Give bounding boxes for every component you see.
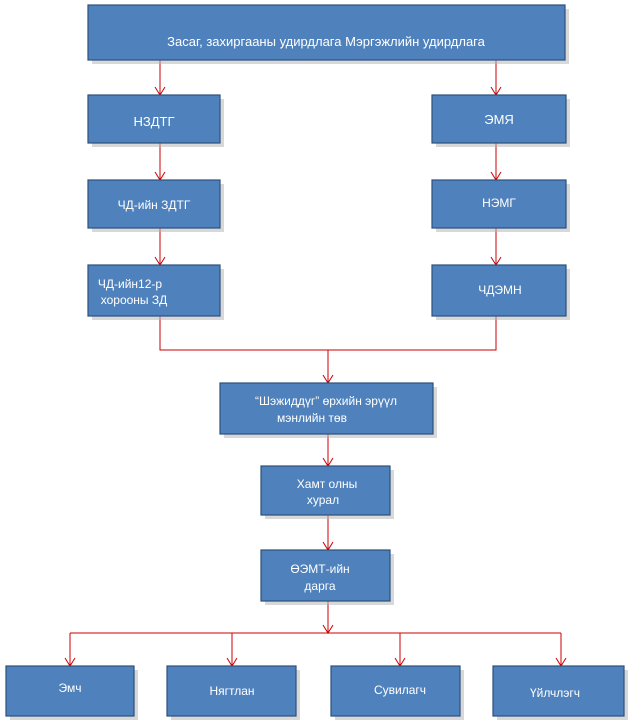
node-assembly: Хамт олны хурал bbox=[260, 465, 394, 519]
node-center: “Шэжиддүг” өрхийн эрүүл мэнлийн төв bbox=[219, 382, 437, 438]
node-label-nemg: НЭМГ bbox=[482, 196, 516, 210]
node-label-chdemn: ЧДЭМН bbox=[478, 283, 521, 297]
node-box bbox=[431, 264, 567, 317]
node-ndtg: НЗДТГ bbox=[87, 94, 224, 147]
node-label-chd-khoroo-line1: ЧД-ийн12-р bbox=[98, 277, 162, 291]
arrowhead-bus bbox=[322, 624, 334, 634]
connectors bbox=[69, 60, 562, 666]
node-emya: ЭМЯ bbox=[431, 94, 570, 147]
node-label-director-line1: ӨЭМТ-ийн bbox=[290, 562, 349, 576]
node-label-center-line1: “Шэжиддүг” өрхийн эрүүл bbox=[255, 394, 397, 408]
node-doctor: Эмч bbox=[5, 665, 138, 720]
node-label-ministry: Засаг, захиргааны удирдлага Мэргэжлийн у… bbox=[167, 34, 485, 49]
node-nurse: Сувилагч bbox=[330, 665, 464, 720]
node-box bbox=[5, 665, 135, 717]
node-accountant: Нягтлан bbox=[166, 665, 300, 720]
node-box bbox=[330, 665, 461, 717]
node-box bbox=[166, 665, 297, 717]
node-label-emya: ЭМЯ bbox=[484, 112, 514, 127]
node-chd-zdtg: ЧД-ийн ЗДТГ bbox=[87, 179, 224, 232]
node-box bbox=[492, 665, 625, 717]
node-director: ӨЭМТ-ийн дарга bbox=[260, 549, 394, 605]
node-box bbox=[260, 465, 391, 516]
node-cleaner: Үйлчлэгч bbox=[492, 665, 628, 720]
node-chdemn: ЧДЭМН bbox=[431, 264, 570, 320]
node-box bbox=[260, 549, 391, 602]
node-label-ndtg: НЗДТГ bbox=[133, 114, 174, 129]
node-box bbox=[87, 179, 221, 229]
node-label-assembly-line1: Хамт олны bbox=[297, 477, 357, 491]
node-box bbox=[431, 94, 567, 144]
node-label-accountant: Нягтлан bbox=[209, 684, 254, 698]
node-box bbox=[431, 179, 567, 229]
node-label-director-line2: дарга bbox=[304, 579, 335, 593]
node-nemg: НЭМГ bbox=[431, 179, 570, 232]
node-label-assembly-line2: хурал bbox=[307, 493, 339, 507]
node-label-cleaner: Үйлчлэгч bbox=[530, 686, 580, 700]
node-label-nurse: Сувилагч bbox=[374, 683, 426, 697]
node-label-center-line2: мэнлийн төв bbox=[277, 411, 347, 425]
node-box bbox=[219, 382, 434, 435]
node-chd-khoroo: ЧД-ийн12-р хорооны ЗД bbox=[87, 264, 224, 320]
connector-merge bbox=[159, 316, 497, 351]
node-label-doctor: Эмч bbox=[59, 681, 82, 695]
node-ministry: Засаг, захиргааны удирдлага Мэргэжлийн у… bbox=[87, 4, 569, 64]
node-box bbox=[87, 4, 566, 61]
node-box bbox=[87, 264, 221, 317]
node-box bbox=[87, 94, 221, 144]
node-label-chd-zdtg: ЧД-ийн ЗДТГ bbox=[118, 198, 191, 212]
node-label-chd-khoroo-line2: хорооны ЗД bbox=[101, 293, 168, 307]
